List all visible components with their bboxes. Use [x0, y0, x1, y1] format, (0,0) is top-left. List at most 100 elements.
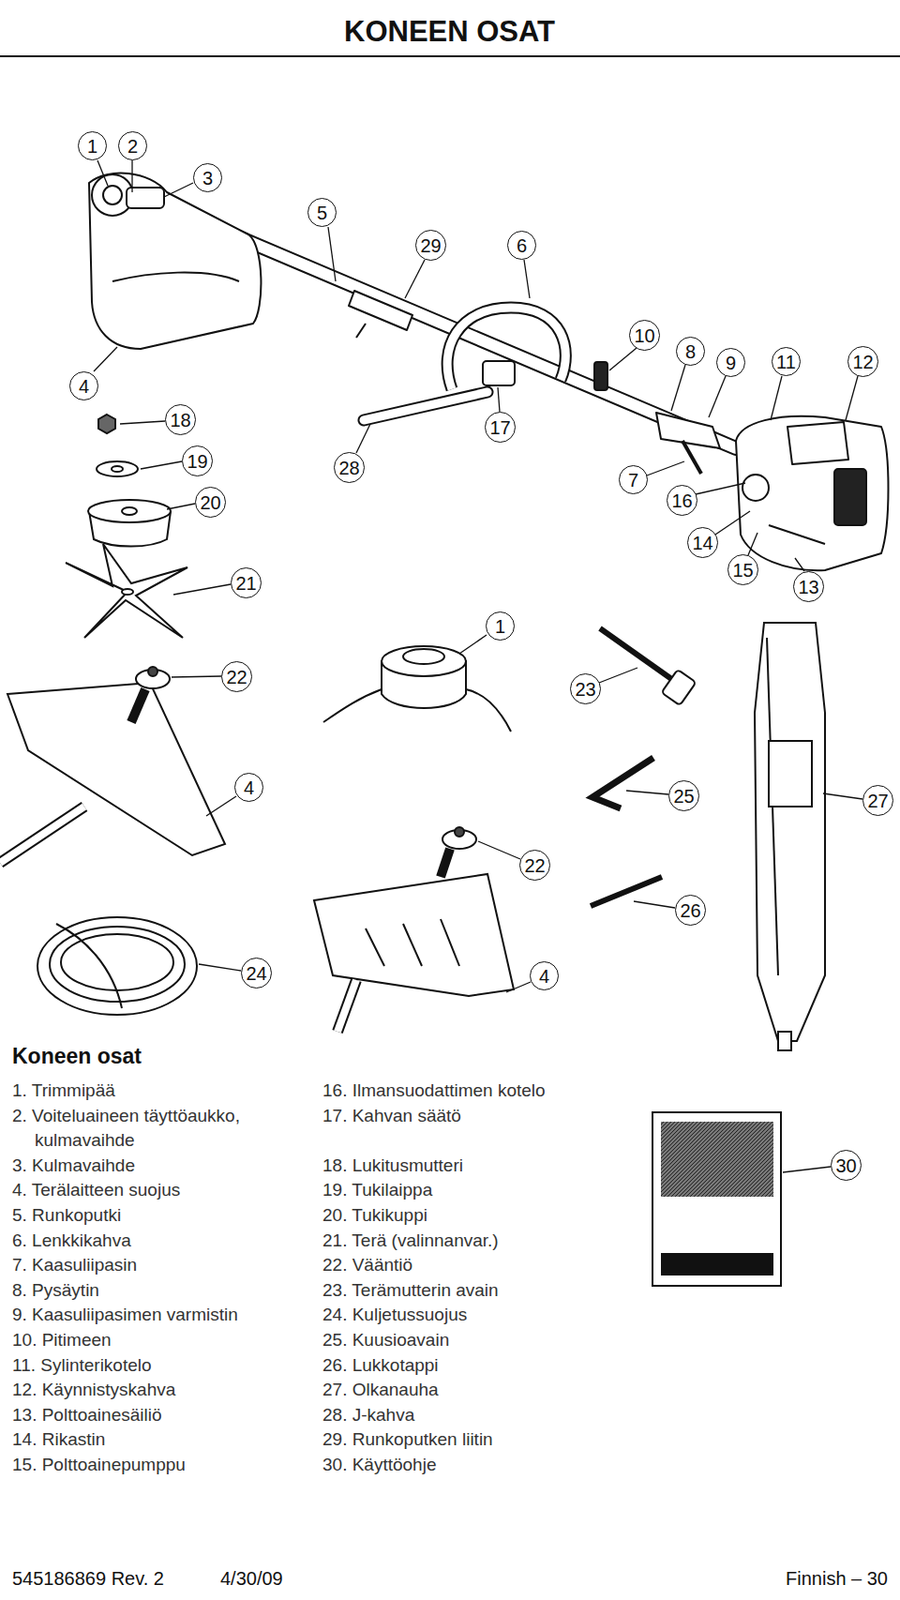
callout-number: 25: [673, 786, 694, 806]
callout-circle: 23: [570, 673, 601, 705]
title-rule: [0, 55, 900, 58]
page-title: KONEEN OSAT: [344, 15, 555, 49]
part-list-item: 26. Lukkotappi: [322, 1352, 439, 1378]
callout-circle: 6: [507, 230, 537, 260]
part-list-item: 14. Rikastin: [12, 1426, 105, 1452]
callout-number: 27: [867, 791, 888, 810]
part-list-item: 4. Terälaitteen suojus: [12, 1177, 180, 1202]
callout-circle: 4: [529, 960, 559, 990]
callout-number: 21: [235, 573, 256, 593]
part-list-item: 27. Olkanauha: [322, 1377, 439, 1402]
footer-text: Finnish – 30: [785, 1567, 888, 1590]
callout-number: 4: [539, 966, 550, 986]
part-list-item: 18. Lukitusmutteri: [322, 1153, 464, 1178]
callout-number: 24: [245, 963, 267, 983]
part-list-item: 6. Lenkkikahva: [12, 1228, 132, 1253]
callout-circle: 29: [415, 229, 447, 261]
callout-number: 29: [420, 236, 441, 255]
callout-number: 12: [852, 352, 873, 372]
callout-circle: 2: [118, 131, 148, 161]
part-list-item: 28. J‑kahva: [322, 1402, 415, 1427]
blade-kit: [0, 414, 225, 863]
callout-number: 22: [225, 667, 247, 687]
callout-number: 23: [574, 679, 596, 699]
callout-circle: 25: [668, 780, 700, 811]
callout-number: 4: [78, 376, 90, 396]
callout-number: 13: [797, 577, 819, 597]
part-list-item: 9. Kaasuliipasimen varmistin: [12, 1302, 239, 1327]
leader-lines: [93, 160, 863, 1172]
callout-number: 3: [202, 168, 213, 188]
callout-circle: 24: [240, 957, 272, 989]
part-list-item: 8. Pysäytin: [12, 1277, 100, 1303]
part-list-item: 17. Kahvan säätö: [322, 1103, 462, 1128]
part-list-item: 13. Polttoainesäiliö: [12, 1402, 163, 1427]
part-list-item: 19. Tukilaippa: [322, 1177, 433, 1202]
callout-circle: 10: [629, 319, 660, 351]
callout-circle: 19: [181, 445, 213, 477]
callout-number: 15: [732, 560, 753, 580]
callout-circle: 22: [519, 849, 551, 881]
callout-number: 8: [685, 342, 696, 361]
callout-number: 7: [628, 470, 639, 490]
part-list-item: 24. Kuljetussuojus: [322, 1302, 467, 1327]
callout-number: 18: [169, 410, 191, 430]
callout-circle: 13: [793, 570, 825, 602]
callout-circle: 20: [195, 486, 226, 518]
callout-circle: 15: [727, 554, 759, 585]
callout-number: 5: [316, 203, 328, 223]
callout-circle: 27: [862, 784, 894, 816]
part-list-item: 30. Käyttöohje: [322, 1452, 436, 1477]
part-list-item: 1. Trimmipää: [12, 1078, 116, 1103]
callout-circle: 22: [221, 660, 253, 692]
callout-circle: 16: [666, 484, 698, 516]
footer-text: 4/30/09: [220, 1567, 284, 1590]
part-list-item: 23. Terämutterin avain: [322, 1277, 499, 1303]
part-list-item: 2. Voiteluaineen täyttöaukko, kulmavaihd…: [12, 1103, 294, 1153]
callout-number: 14: [691, 533, 713, 553]
callout-number: 17: [489, 418, 510, 437]
callout-circle: 12: [847, 345, 879, 377]
callout-circle: 5: [307, 197, 337, 227]
trimmer-main: [89, 173, 889, 571]
callout-number: 20: [199, 493, 221, 512]
callout-number: 4: [243, 778, 255, 797]
part-list-item: 20. Tukikuppi: [322, 1202, 428, 1228]
callout-circle: 8: [675, 336, 705, 366]
callout-number: 6: [516, 236, 527, 255]
callout-circle: 4: [234, 772, 264, 802]
list-heading: Koneen osat: [12, 1043, 142, 1069]
part-list-item: 10. Pitimeen: [12, 1327, 112, 1352]
callout-number: 1: [87, 136, 98, 156]
callout-number: 28: [338, 458, 360, 478]
callout-circle: 1: [485, 611, 515, 641]
callout-number: 16: [671, 491, 692, 510]
callout-circle: 30: [830, 1149, 862, 1181]
callout-number: 1: [495, 616, 506, 636]
callout-circle: 28: [333, 451, 365, 483]
callout-circle: 14: [687, 526, 719, 558]
part-list-item: 12. Käynnistyskahva: [12, 1377, 176, 1402]
callout-number: 9: [725, 353, 736, 373]
part-list-item: 7. Kaasuliipasin: [12, 1252, 137, 1277]
part-list-item: 21. Terä (valinnanvar.): [322, 1228, 499, 1253]
callout-circle: 11: [771, 346, 801, 376]
callout-circle: 18: [165, 404, 196, 435]
part-list-item: 5. Runkoputki: [12, 1202, 121, 1228]
callout-circle: 21: [230, 567, 262, 599]
part-list-item: 16. Ilmansuodattimen kotelo: [322, 1078, 546, 1103]
callout-number: 22: [524, 855, 545, 875]
callout-circle: 4: [69, 371, 99, 401]
part-list-item: 15. Polttoainepumppu: [12, 1452, 186, 1477]
callout-circle: 9: [716, 347, 746, 377]
part-list-item: 29. Runkoputken liitin: [322, 1426, 494, 1452]
callout-circle: 17: [484, 411, 516, 443]
part-list-item: 25. Kuusioavain: [322, 1327, 450, 1352]
footer-text: 545186869 Rev. 2: [12, 1567, 165, 1590]
callout-number: 19: [186, 451, 208, 471]
callout-number: 26: [679, 900, 701, 920]
part-list-item: 22. Vääntiö: [322, 1252, 413, 1277]
callout-circle: 26: [675, 894, 706, 926]
callout-number: 11: [776, 352, 796, 372]
callout-number: 30: [835, 1155, 856, 1175]
